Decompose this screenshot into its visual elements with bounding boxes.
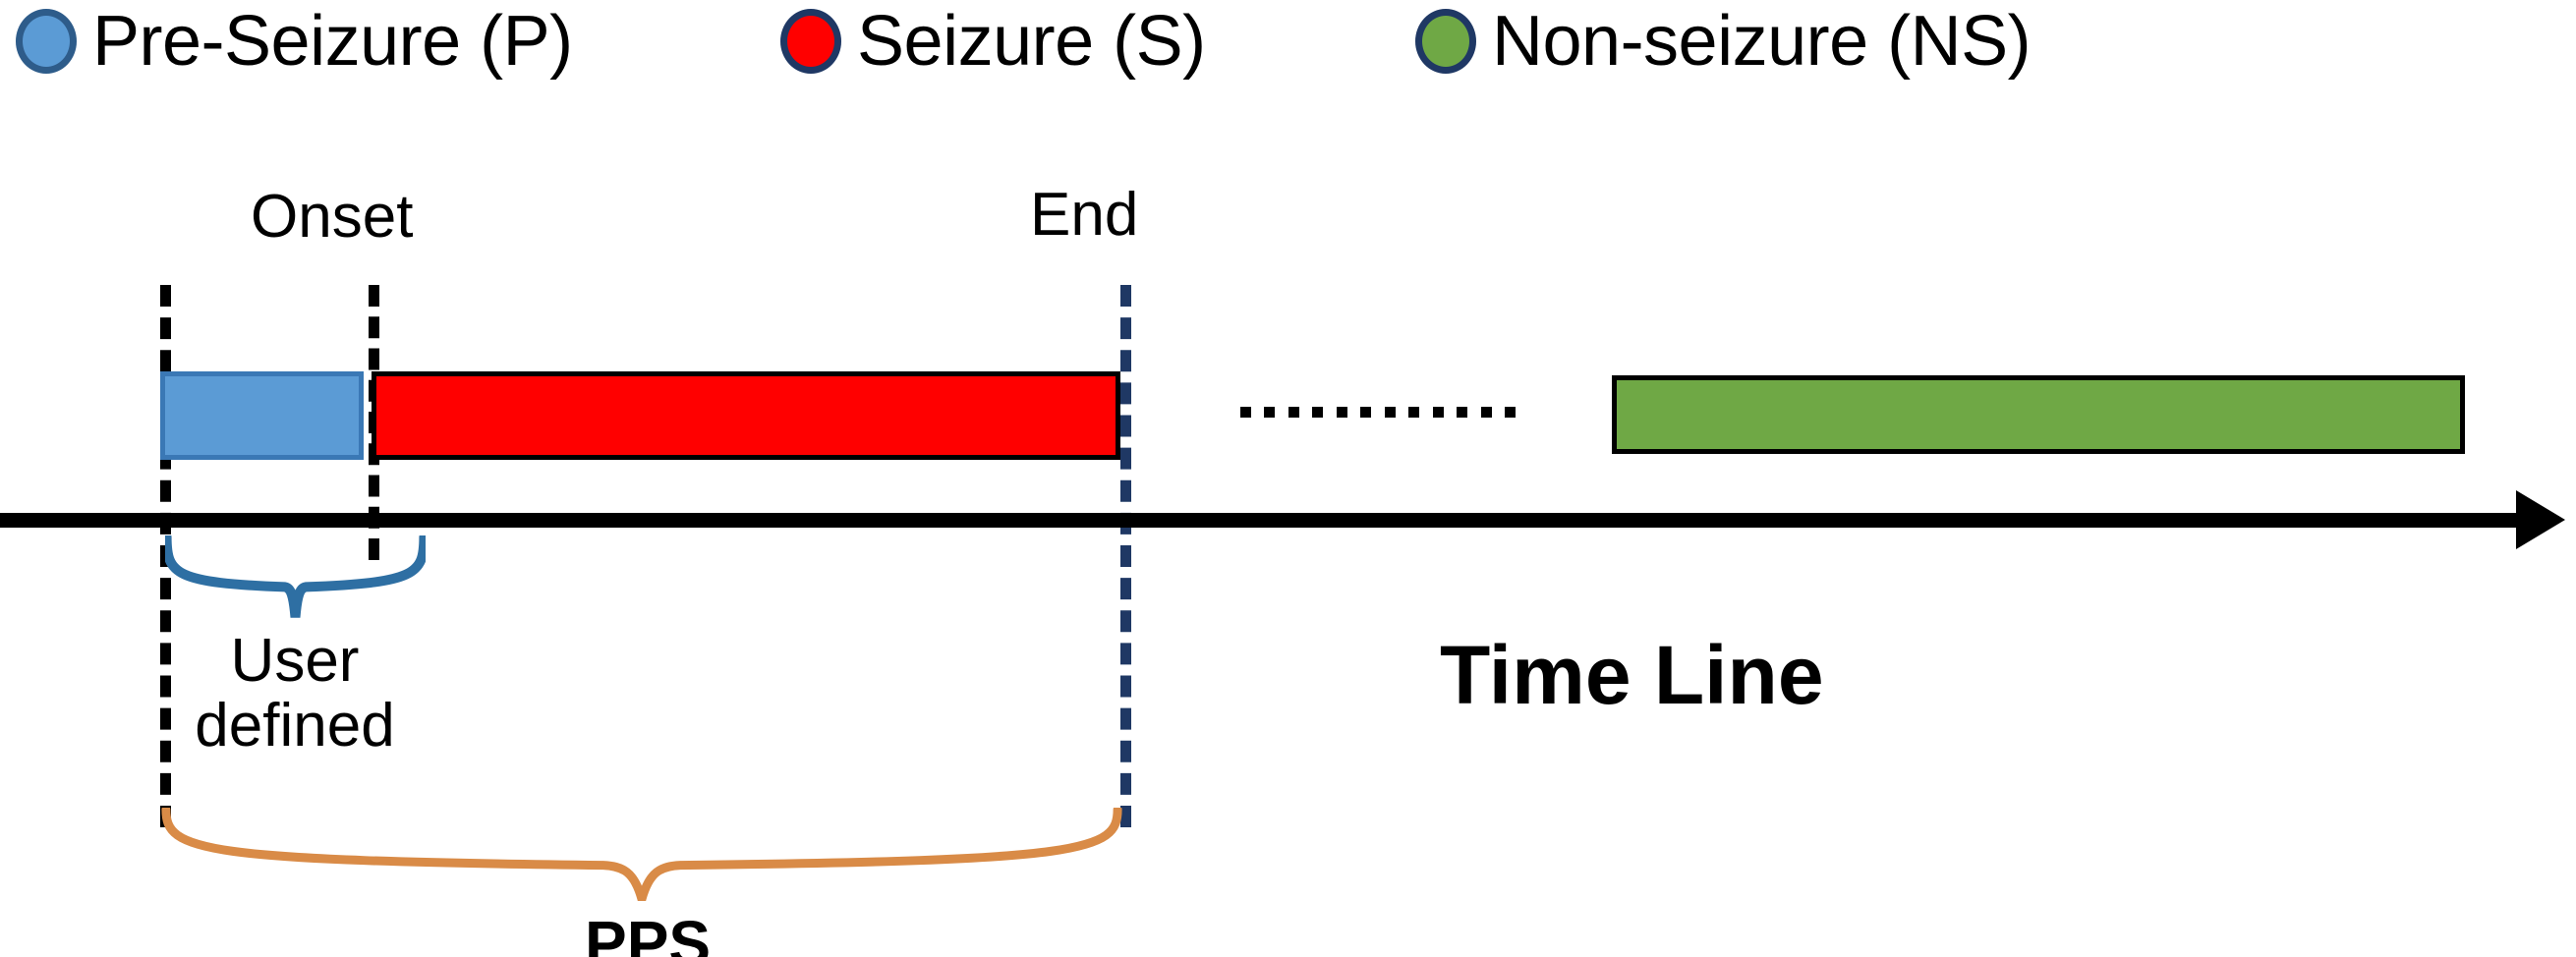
pps-brace (160, 808, 1123, 901)
user-defined-brace (165, 535, 426, 619)
non-seizure-bar (1612, 375, 2465, 454)
legend-label-seizure: Seizure (S) (857, 2, 1206, 81)
arrow-head-icon (2516, 490, 2565, 549)
time-axis-line (0, 513, 2516, 528)
legend-item-non-seizure: Non-seizure (NS) (1415, 2, 2032, 81)
circle-icon (1415, 9, 1476, 74)
marker-line-end (1120, 285, 1131, 827)
circle-icon (16, 9, 77, 74)
pps-label: PPS (585, 908, 712, 957)
circle-icon (780, 9, 841, 74)
pre-seizure-bar (160, 371, 364, 460)
tick-label-onset: Onset (251, 183, 414, 251)
time-line-title: Time Line (1440, 629, 1824, 721)
legend-label-pre-seizure: Pre-Seizure (P) (92, 2, 573, 81)
legend-item-seizure: Seizure (S) (780, 6, 1206, 77)
seizure-bar (372, 371, 1120, 460)
legend-label-non-seizure: Non-seizure (NS) (1492, 2, 2032, 81)
ellipsis-dots-icon (1240, 407, 1516, 418)
tick-label-end: End (1030, 181, 1139, 249)
legend-item-pre-seizure: Pre-Seizure (P) (16, 6, 573, 77)
user-defined-label: User defined (195, 627, 395, 760)
